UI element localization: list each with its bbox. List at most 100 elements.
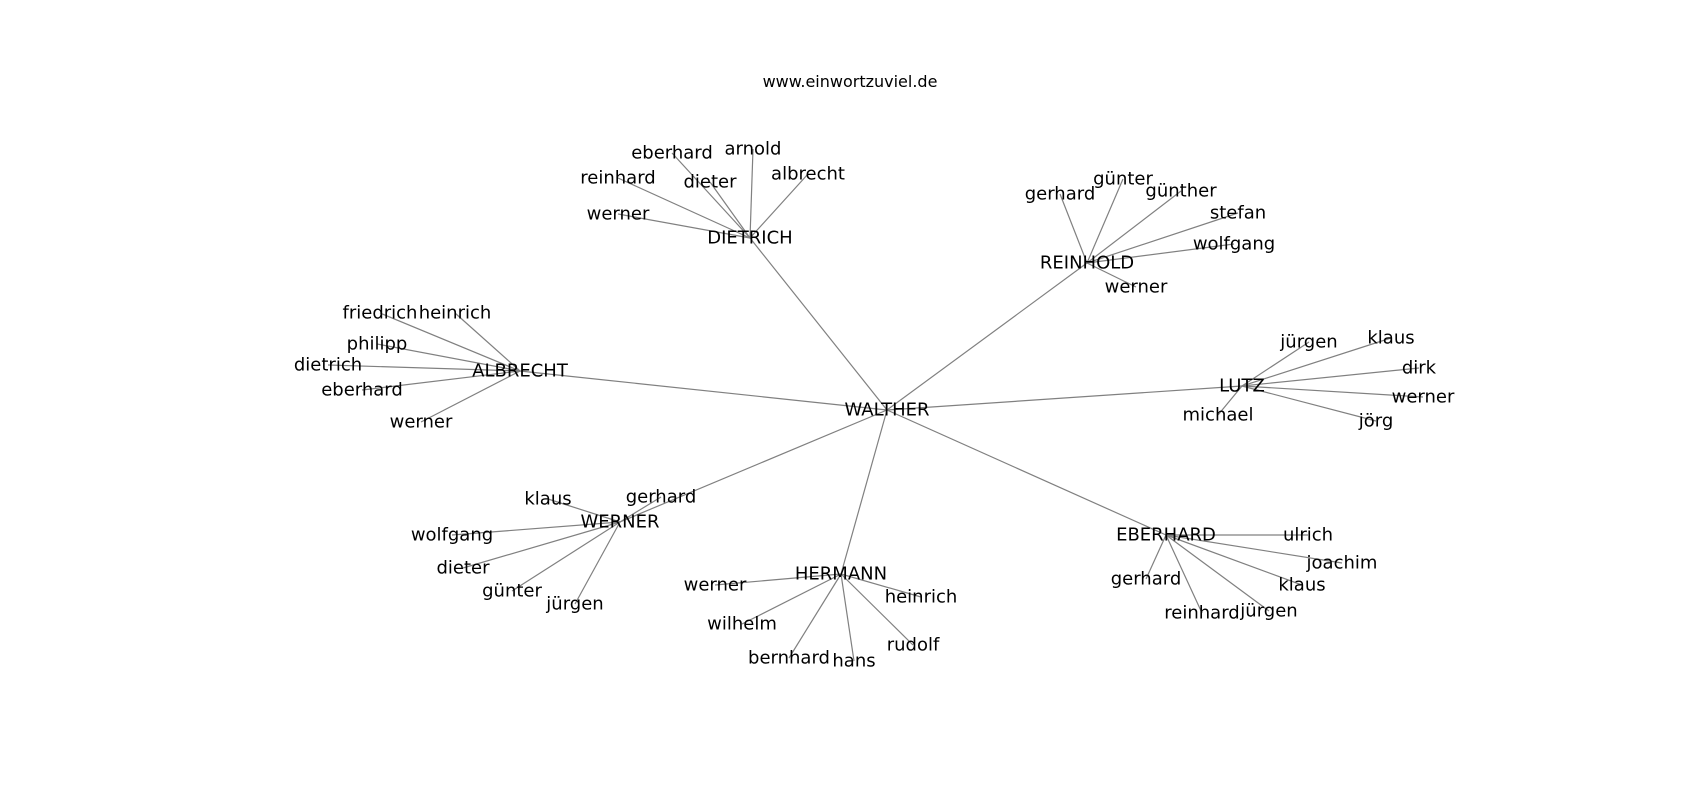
hub-node-albrecht: ALBRECHT (472, 361, 569, 382)
leaf-node-hermann-heinrich: heinrich (885, 587, 958, 608)
leaf-node-dietrich-albrecht: albrecht (771, 164, 845, 185)
leaf-node-lutz-michael: michael (1183, 405, 1254, 426)
leaf-node-werner-guenter: günter (482, 581, 542, 602)
hub-node-hermann: HERMANN (795, 564, 887, 585)
leaf-node-eberhard-gerhard: gerhard (1111, 569, 1182, 590)
edge-eberhard-to-klaus (1165, 534, 1303, 586)
leaf-node-hermann-hans: hans (832, 651, 875, 672)
edge-albrecht-to-eberhard (361, 370, 521, 391)
leaf-node-lutz-dirk: dirk (1402, 358, 1437, 379)
edge-dietrich-to-werner (617, 213, 751, 239)
edge-albrecht-to-philipp (376, 343, 521, 372)
leaf-node-dietrich-reinhard: reinhard (580, 168, 655, 189)
edge-eberhard-to-joachim (1165, 534, 1343, 564)
edge-lutz-to-werner (1241, 385, 1424, 398)
site-title: www.einwortzuviel.de (762, 72, 938, 91)
hub-node-werner: WERNER (580, 512, 659, 533)
hub-node-reinhold: REINHOLD (1040, 253, 1134, 274)
leaf-node-werner-klaus: klaus (524, 489, 571, 510)
edge-albrecht-to-werner (420, 370, 521, 423)
edge-lutz-to-dirk (1241, 367, 1420, 387)
leaf-node-werner-wolfgang: wolfgang (411, 525, 493, 546)
edge-root-to-hermann (840, 409, 888, 575)
edge-lutz-to-michael (1217, 385, 1243, 416)
edge-lutz-to-klaus (1241, 337, 1392, 387)
edge-reinhold-to-gerhard (1059, 193, 1088, 264)
edge-eberhard-to-reinhard (1165, 534, 1203, 614)
leaf-node-lutz-juergen: jürgen (1279, 332, 1337, 353)
hub-node-eberhard: EBERHARD (1116, 525, 1216, 546)
edge-dietrich-to-arnold (749, 148, 754, 239)
edge-dietrich-to-albrecht (749, 173, 809, 239)
leaf-node-reinhold-wolfgang: wolfgang (1193, 234, 1275, 255)
edge-hermann-to-bernhard (788, 573, 842, 659)
leaf-node-eberhard-klaus: klaus (1278, 575, 1325, 596)
hub-node-lutz: LUTZ (1219, 376, 1265, 397)
leaf-node-eberhard-reinhard: reinhard (1164, 603, 1239, 624)
edge-lutz-to-joerg (1241, 385, 1377, 422)
leaf-node-albrecht-eberhard: eberhard (321, 380, 403, 401)
edge-reinhold-to-stefan (1086, 212, 1239, 264)
leaf-node-albrecht-dietrich: dietrich (294, 355, 362, 376)
leaf-node-albrecht-philipp: philipp (347, 334, 408, 355)
edges-layer (327, 148, 1424, 662)
edge-root-to-reinhold (886, 262, 1088, 411)
edge-eberhard-to-juergen (1165, 534, 1270, 612)
edge-eberhard-to-gerhard (1145, 534, 1167, 580)
leaf-node-lutz-werner: werner (1392, 387, 1455, 408)
leaf-node-albrecht-heinrich: heinrich (419, 303, 492, 324)
leaf-node-dietrich-eberhard: eberhard (631, 143, 713, 164)
leaf-node-reinhold-stefan: stefan (1210, 203, 1266, 224)
leaf-node-lutz-joerg: jörg (1358, 411, 1394, 432)
edge-reinhold-to-wolfgang (1086, 243, 1235, 264)
leaf-node-dietrich-dieter: dieter (683, 172, 737, 193)
root-node: WALTHER (844, 400, 929, 421)
leaf-node-eberhard-ulrich: ulrich (1283, 525, 1333, 546)
leaf-node-dietrich-arnold: arnold (725, 139, 782, 160)
edge-dietrich-to-reinhard (617, 177, 751, 239)
edge-lutz-to-juergen (1241, 341, 1310, 387)
edge-root-to-albrecht (519, 370, 888, 411)
leaf-node-hermann-wilhelm: wilhelm (707, 614, 777, 635)
leaf-node-hermann-rudolf: rudolf (887, 635, 940, 656)
hub-node-dietrich: DIETRICH (707, 228, 792, 249)
edge-hermann-to-rudolf (840, 573, 914, 646)
leaf-node-hermann-bernhard: bernhard (748, 648, 830, 669)
edge-reinhold-to-guenter (1086, 178, 1124, 264)
edge-hermann-to-heinrich (840, 573, 922, 598)
leaf-node-eberhard-joachim: joachim (1306, 553, 1378, 574)
edge-reinhold-to-werner (1086, 262, 1137, 288)
leaf-node-albrecht-werner: werner (390, 412, 453, 433)
edge-werner-to-wolfgang (451, 521, 621, 536)
edge-werner-to-gerhard (619, 496, 662, 523)
leaf-node-reinhold-guenther: günther (1145, 181, 1217, 202)
edge-dietrich-to-dieter (709, 181, 751, 239)
labels-layer: DIETRICH eberhard arnold reinhard dieter albr… (294, 139, 1455, 672)
edge-werner-to-guenter (511, 521, 621, 592)
edge-werner-to-juergen (574, 521, 621, 605)
leaf-node-eberhard-juergen: jürgen (1239, 601, 1297, 622)
leaf-node-albrecht-friedrich: friedrich (343, 303, 418, 324)
leaf-node-lutz-klaus: klaus (1367, 328, 1414, 349)
edge-root-to-eberhard (886, 409, 1167, 536)
edge-hermann-to-wilhelm (741, 573, 842, 625)
edge-albrecht-to-heinrich (454, 312, 521, 372)
leaf-node-dietrich-werner: werner (587, 204, 650, 225)
edge-root-to-dietrich (749, 237, 888, 411)
leaf-node-hermann-werner: werner (684, 575, 747, 596)
edge-root-to-lutz (886, 385, 1243, 411)
edge-root-to-werner (619, 409, 888, 523)
edge-werner-to-klaus (547, 498, 621, 523)
leaf-node-reinhold-werner: werner (1105, 277, 1168, 298)
edge-dietrich-to-eberhard (671, 152, 751, 239)
edge-reinhold-to-guenther (1086, 190, 1182, 264)
leaf-node-werner-gerhard: gerhard (626, 487, 697, 508)
leaf-node-reinhold-gerhard: gerhard (1025, 184, 1096, 205)
edge-hermann-to-hans (840, 573, 855, 662)
leaf-node-werner-juergen: jürgen (545, 594, 603, 615)
edge-hermann-to-werner (714, 573, 842, 586)
leaf-node-reinhold-guenter: günter (1093, 169, 1153, 190)
edge-werner-to-dieter (462, 521, 621, 569)
leaf-node-werner-dieter: dieter (436, 558, 490, 579)
